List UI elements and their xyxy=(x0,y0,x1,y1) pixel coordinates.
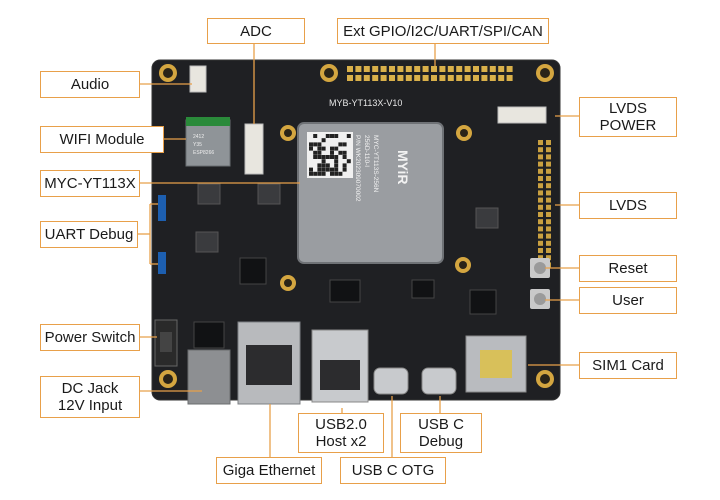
wifi-text-1: 2412 xyxy=(193,134,204,140)
module-text-3: P/N WK202309070002 xyxy=(354,135,361,202)
callout-myc-module: MYC-YT113X xyxy=(40,170,140,197)
wifi-text-3: ESP8266 xyxy=(193,150,214,156)
callout-sim1-card: SIM1 Card xyxy=(579,352,677,379)
usb20-line2: Host x2 xyxy=(315,433,367,450)
module-brand: MYiR xyxy=(395,150,411,184)
callout-user: User xyxy=(579,287,677,314)
ethernet-port xyxy=(237,321,301,405)
core-module: MYiR MYC-YT113S-256N 256D-110-I P/N WK20… xyxy=(297,122,444,264)
dc-jack-line1: DC Jack xyxy=(61,380,119,397)
sim-slot xyxy=(465,335,527,393)
user-button xyxy=(530,289,550,309)
lvds-power-line1: LVDS xyxy=(608,100,648,117)
lvds-power-connector xyxy=(497,106,547,124)
usbc-debug-line1: USB C xyxy=(418,416,464,433)
module-text-2: 256D-110-I xyxy=(363,135,370,167)
callout-reset: Reset xyxy=(579,255,677,282)
callout-audio: Audio xyxy=(40,71,140,98)
inductors xyxy=(195,183,499,253)
dc-jack-line2: 12V Input xyxy=(57,397,123,414)
callout-usb20-host: USB2.0 Host x2 xyxy=(298,413,384,453)
audio-connector xyxy=(189,65,207,93)
callout-lvds-power: LVDS POWER xyxy=(579,97,677,137)
reset-button xyxy=(530,258,550,278)
callout-ext-gpio: Ext GPIO/I2C/UART/SPI/CAN xyxy=(337,18,549,44)
wifi-module: 2412 Y35 ESP8266 xyxy=(185,117,231,167)
chips xyxy=(193,257,497,349)
gpio-header xyxy=(347,66,513,81)
callout-giga-ethernet: Giga Ethernet xyxy=(216,457,322,484)
usbc-debug-line2: Debug xyxy=(418,433,464,450)
usbc-otg-port xyxy=(373,367,409,395)
lvds-header xyxy=(538,140,551,268)
callout-wifi-module: WIFI Module xyxy=(40,126,164,153)
callout-usbc-debug: USB C Debug xyxy=(400,413,482,453)
uart-jumpers xyxy=(158,195,166,274)
usbc-debug-port xyxy=(421,367,457,395)
usb20-line1: USB2.0 xyxy=(315,416,367,433)
callout-dc-jack: DC Jack 12V Input xyxy=(40,376,140,418)
board-silk-label: MYB-YT113X-V10 xyxy=(329,98,402,108)
adc-connector xyxy=(244,123,264,175)
callout-power-switch: Power Switch xyxy=(40,324,140,351)
usb-host-port xyxy=(311,329,369,403)
lvds-power-line2: POWER xyxy=(599,117,657,134)
callout-usbc-otg: USB C OTG xyxy=(340,457,446,484)
module-text-1: MYC-YT113S-256N xyxy=(372,135,379,193)
dc-jack xyxy=(187,349,231,405)
leader-lines xyxy=(137,41,579,457)
callout-adc: ADC xyxy=(207,18,305,44)
callout-uart-debug: UART Debug xyxy=(40,221,138,248)
wifi-text-2: Y35 xyxy=(193,142,202,148)
mounting-holes xyxy=(159,64,554,388)
callout-lvds: LVDS xyxy=(579,192,677,219)
